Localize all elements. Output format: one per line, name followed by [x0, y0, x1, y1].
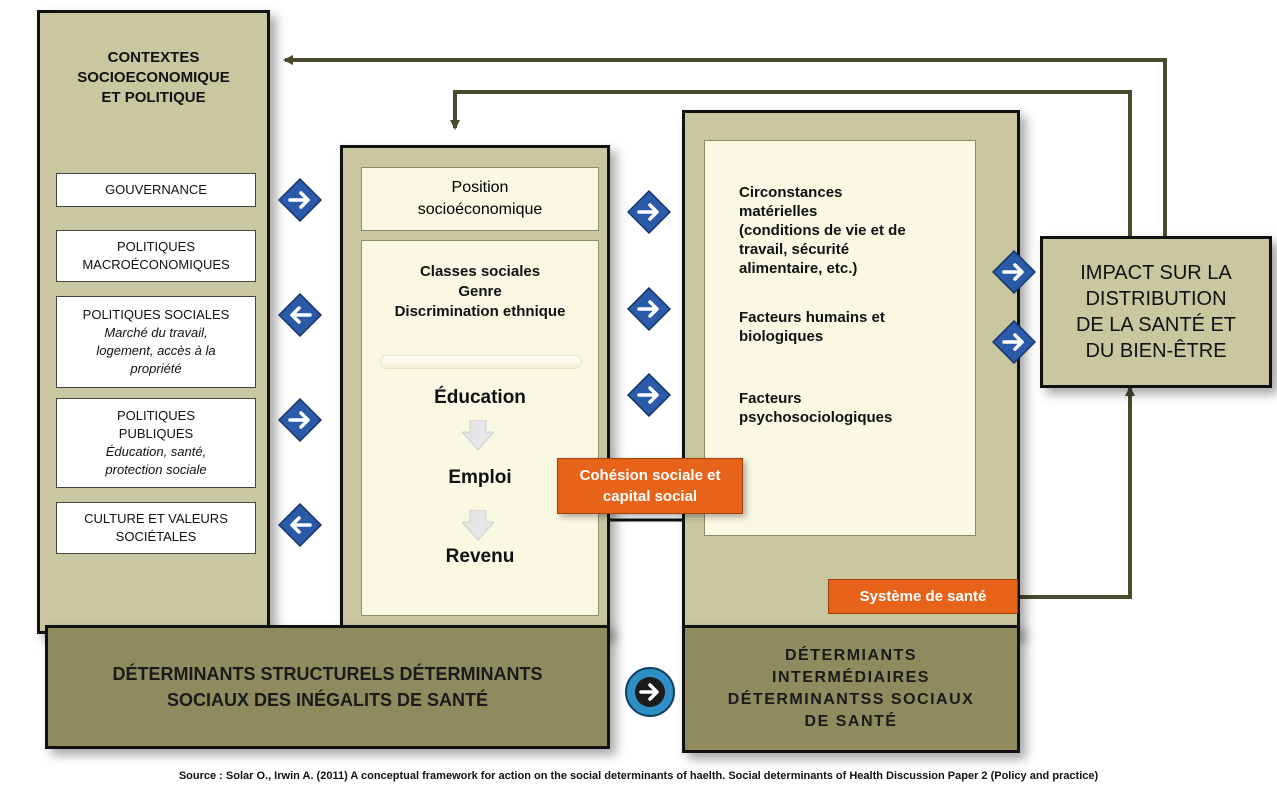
arrow-down-icon — [462, 510, 494, 540]
social-cohesion-box: Cohésion sociale et capital social — [557, 458, 743, 514]
feedback-arrow-structural — [283, 55, 1167, 236]
arrow-right-circle-icon — [625, 667, 675, 717]
source-citation: Source : Solar O., Irwin A. (2011) A con… — [178, 770, 1099, 782]
contexts-title: CONTEXTES SOCIOECONOMIQUE ET POLITIQUE — [77, 49, 230, 106]
health-system-box: Système de santé — [828, 579, 1018, 614]
social-policies-box: POLITIQUES SOCIALES Marché du travail, l… — [56, 296, 256, 388]
culture-values-box: CULTURE ET VALEURS SOCIÉTALES — [56, 502, 256, 554]
arrow-right-diamond-icon — [992, 250, 1036, 294]
intermediary-determinants-bar: DÉTERMIANTS INTERMÉDIAIRES DÉTERMINANTSS… — [682, 625, 1020, 753]
human-biological-text: Facteurs humains et biologiques — [739, 309, 885, 345]
employment-label: Emploi — [448, 467, 512, 488]
governance-box: GOUVERNANCE — [56, 173, 256, 207]
impact-box: IMPACT SUR LA DISTRIBUTION DE LA SANTÉ E… — [1040, 236, 1272, 388]
health-system-to-impact-arrow — [1017, 386, 1135, 599]
macro-policies-box: POLITIQUES MACROÉCONOMIQUES — [56, 230, 256, 282]
psychosocial-text: Facteurs psychosociologiques — [739, 390, 893, 426]
arrow-right-diamond-icon — [992, 320, 1036, 364]
arrow-right-diamond-icon — [278, 178, 322, 222]
structural-determinants-bar: DÉTERMINANTS STRUCTURELS DÉTERMINANTS SO… — [45, 625, 610, 749]
arrow-down-icon — [462, 420, 494, 450]
arrow-right-diamond-icon — [278, 398, 322, 442]
intermediary-content-box — [704, 140, 976, 536]
income-label: Revenu — [445, 546, 515, 567]
material-circumstances-text: Circonstances matérielles (conditions de… — [739, 184, 906, 277]
education-label: Éducation — [434, 387, 526, 408]
arrow-right-diamond-icon — [627, 287, 671, 331]
social-classes-list: Classes sociales Genre Discrimination et… — [394, 263, 566, 320]
position-header-box: Position socioéconomique — [361, 167, 599, 231]
arrow-right-diamond-icon — [627, 190, 671, 234]
divider-band — [380, 355, 582, 369]
public-policies-box: POLITIQUES PUBLIQUES Éducation, santé, p… — [56, 398, 256, 488]
arrow-right-diamond-icon — [627, 373, 671, 417]
arrow-left-diamond-icon — [278, 293, 322, 337]
feedback-arrow-position — [450, 90, 1132, 236]
arrow-left-diamond-icon — [278, 503, 322, 547]
